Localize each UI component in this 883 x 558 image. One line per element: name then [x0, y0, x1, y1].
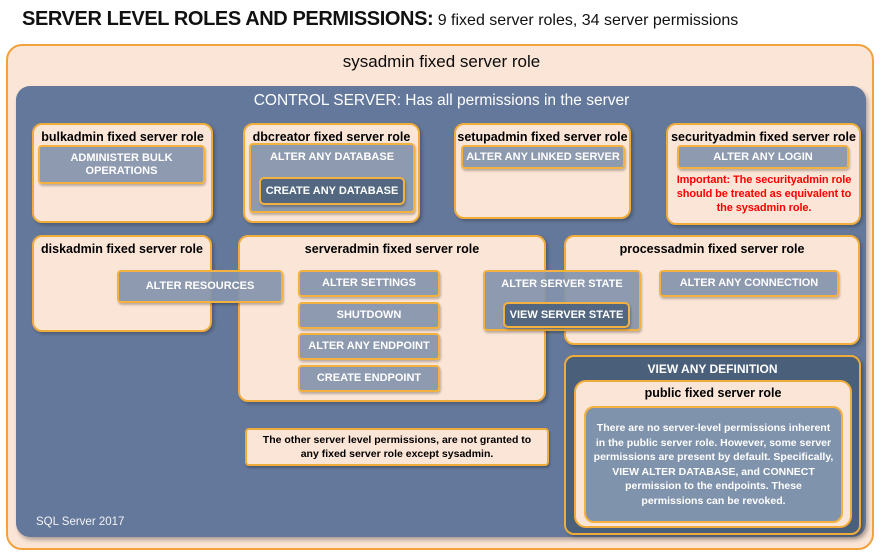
other-permissions-note: The other server level permissions, are … — [245, 428, 549, 466]
perm-alter-settings: ALTER SETTINGS — [298, 270, 440, 297]
perm-alter-any-login: ALTER ANY LOGIN — [677, 145, 849, 169]
perm-administer-bulk-operations: ADMINISTER BULK OPERATIONS — [38, 145, 205, 184]
serveradmin-role-label: serveradmin fixed server role — [304, 242, 480, 256]
perm-alter-server-state: ALTER SERVER STATE VIEW SERVER STATE — [483, 270, 641, 331]
page-title-sub: 9 fixed server roles, 34 server permissi… — [433, 12, 739, 29]
page-title: SERVER LEVEL ROLES AND PERMISSIONS: 9 fi… — [22, 8, 738, 31]
perm-alter-server-state-label: ALTER SERVER STATE — [501, 278, 623, 290]
perm-shutdown: SHUTDOWN — [298, 302, 440, 329]
dbcreator-role-label: dbcreator fixed server role — [252, 130, 411, 144]
perm-alter-any-database-label: ALTER ANY DATABASE — [269, 151, 395, 163]
public-role-description: There are no server-level permissions in… — [584, 406, 843, 523]
perm-alter-any-linked-server: ALTER ANY LINKED SERVER — [461, 145, 625, 169]
perm-create-any-database: CREATE ANY DATABASE — [259, 177, 405, 205]
view-any-definition-box: VIEW ANY DEFINITION public fixed server … — [564, 355, 861, 535]
setupadmin-role-box: setupadmin fixed server role — [454, 123, 631, 219]
page-title-strong: SERVER LEVEL ROLES AND PERMISSIONS: — [22, 8, 434, 30]
securityadmin-warning-text: Important: The securityadmin role should… — [676, 174, 852, 214]
perm-view-server-state: VIEW SERVER STATE — [503, 302, 630, 328]
processadmin-role-label: processadmin fixed server role — [619, 242, 805, 256]
setupadmin-role-label: setupadmin fixed server role — [457, 130, 628, 144]
control-server-label: CONTROL SERVER: Has all permissions in t… — [253, 92, 630, 109]
perm-alter-any-endpoint: ALTER ANY ENDPOINT — [298, 333, 440, 360]
public-role-label: public fixed server role — [644, 386, 782, 400]
view-any-definition-label: VIEW ANY DEFINITION — [647, 362, 778, 376]
sql-server-version-label: SQL Server 2017 — [36, 516, 125, 528]
securityadmin-role-box: securityadmin fixed server role — [666, 123, 861, 225]
diskadmin-role-label: diskadmin fixed server role — [41, 242, 203, 256]
bulkadmin-role-label: bulkadmin fixed server role — [41, 130, 204, 144]
securityadmin-role-label: securityadmin fixed server role — [671, 130, 856, 144]
perm-alter-any-connection: ALTER ANY CONNECTION — [659, 270, 839, 297]
perm-alter-any-database: ALTER ANY DATABASE CREATE ANY DATABASE — [249, 143, 415, 213]
public-role-box: public fixed server role There are no se… — [574, 380, 852, 528]
perm-create-endpoint: CREATE ENDPOINT — [298, 365, 440, 392]
perm-alter-resources: ALTER RESOURCES — [117, 270, 283, 303]
sysadmin-role-label: sysadmin fixed server role — [342, 52, 541, 71]
